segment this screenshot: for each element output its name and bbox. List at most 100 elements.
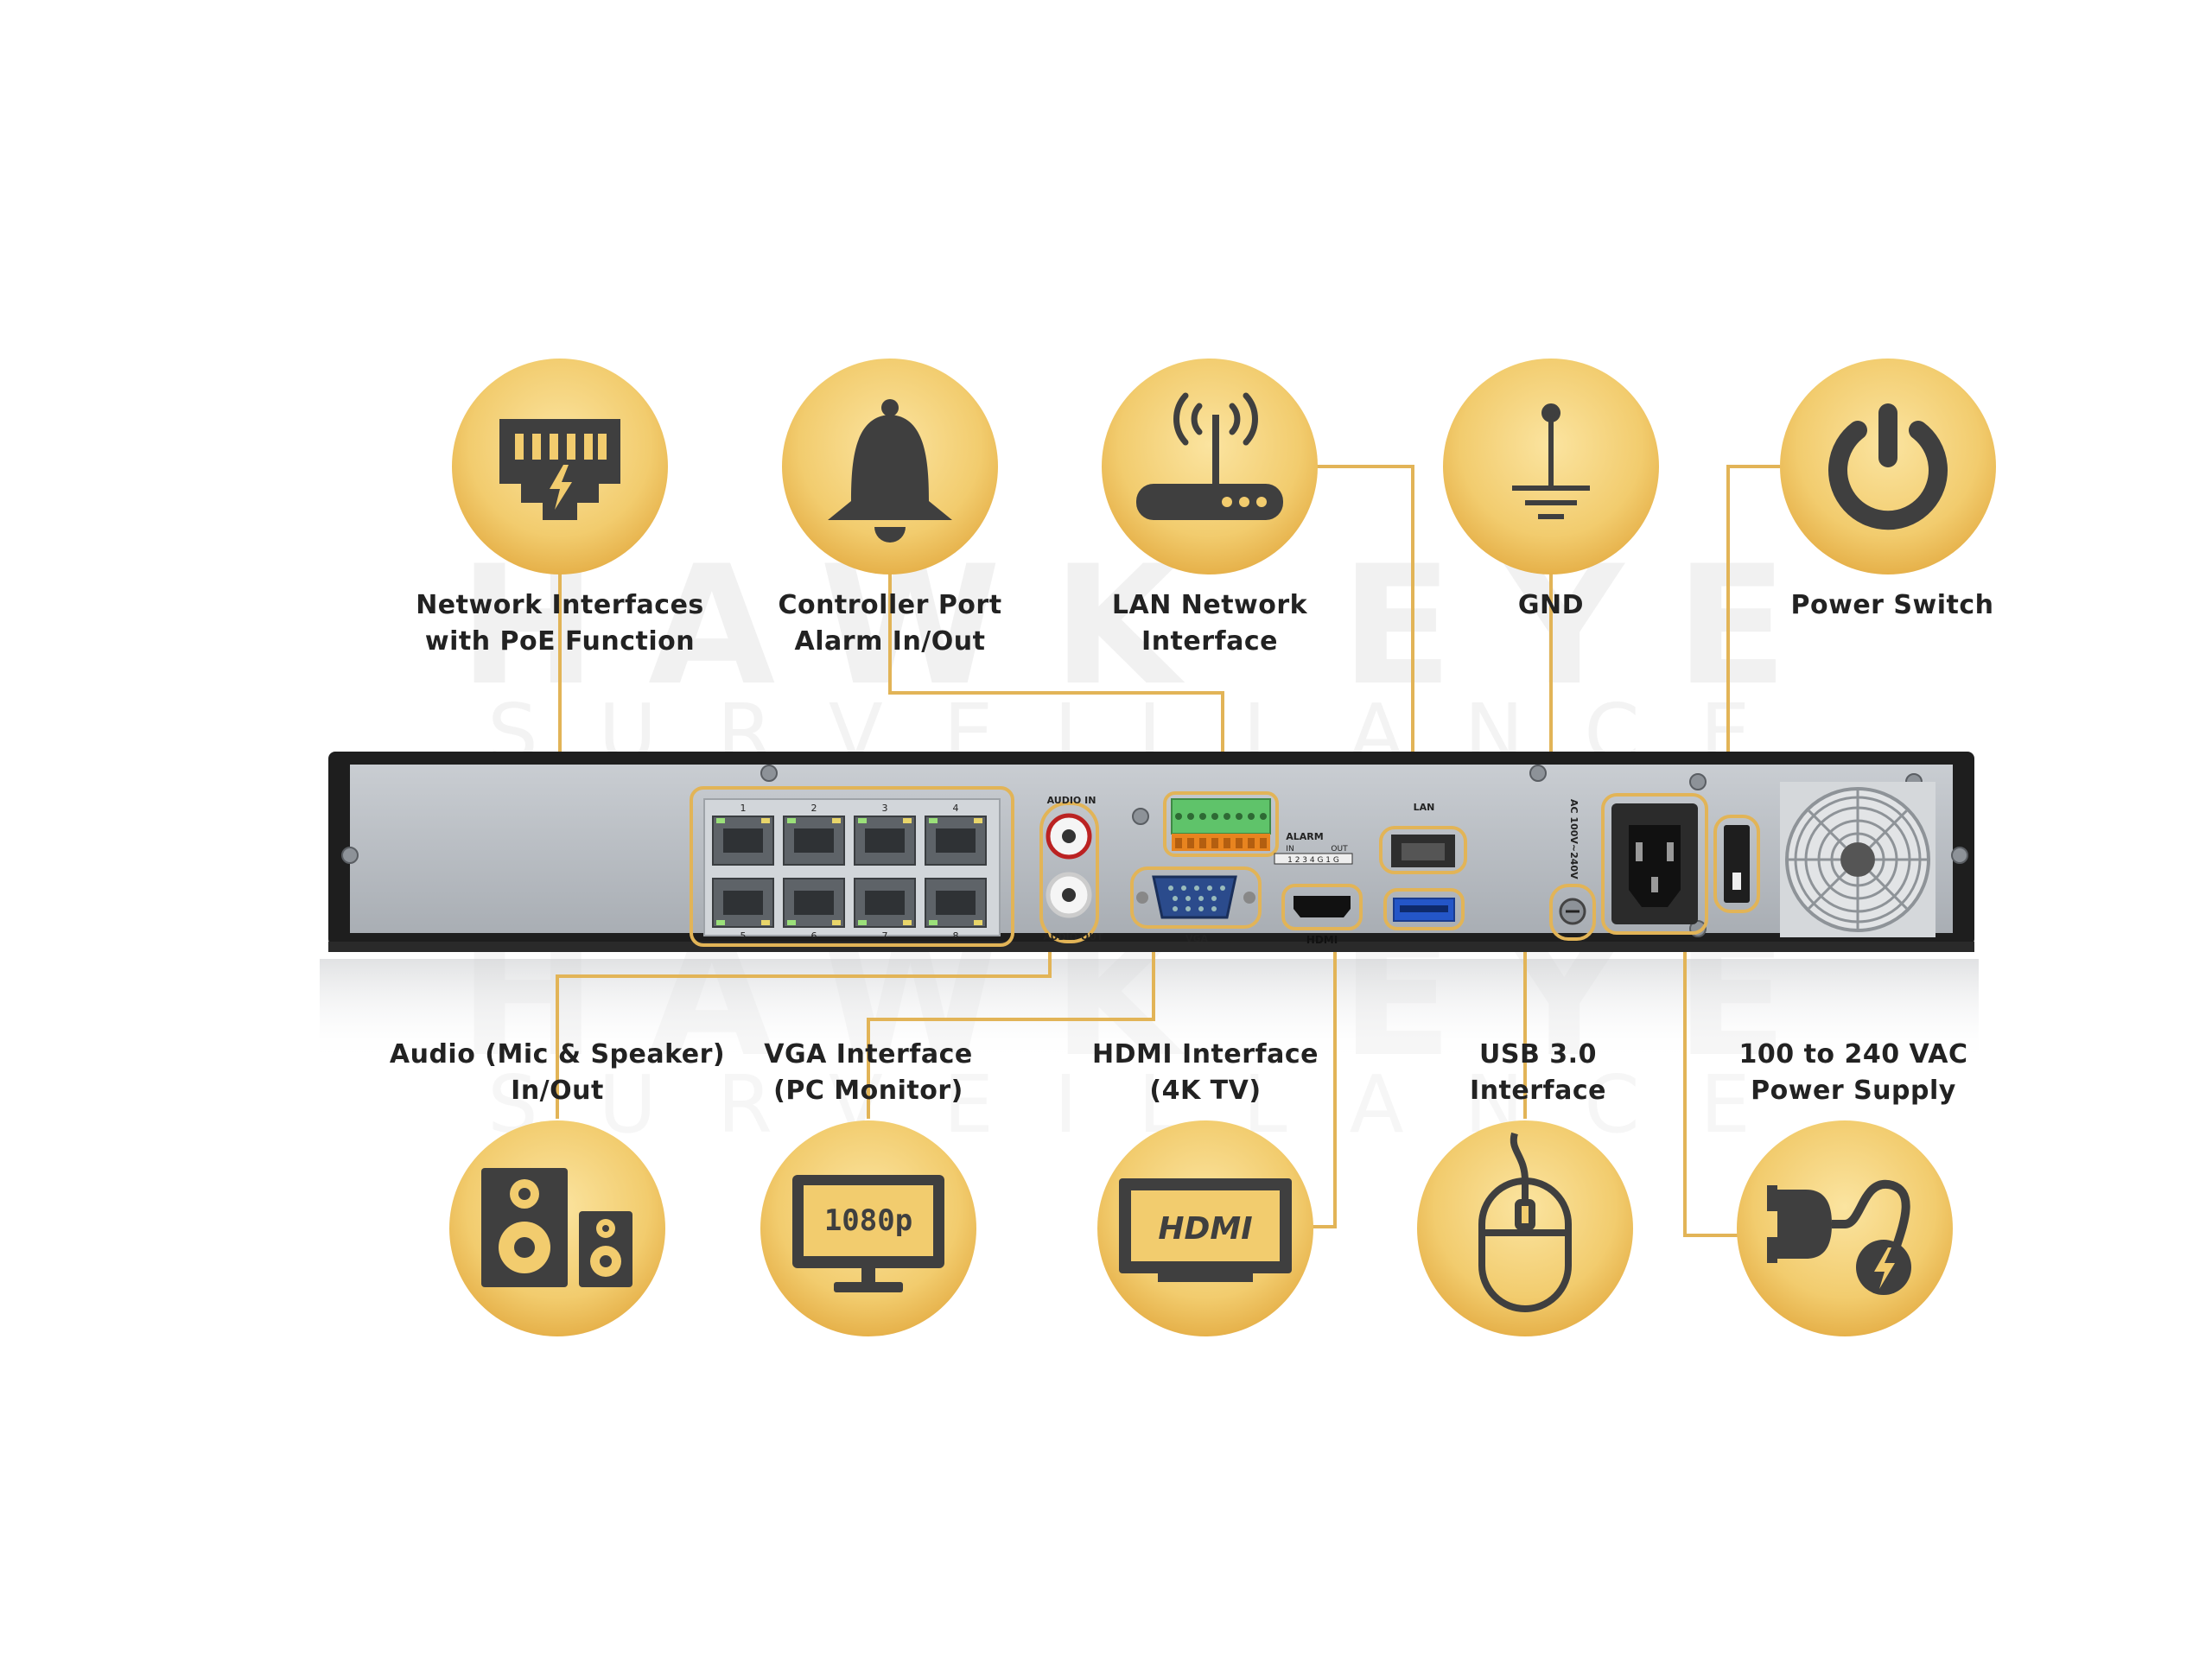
alarm-pin-socket: [1175, 838, 1182, 848]
poe-port-7[interactable]: 7: [854, 878, 916, 942]
poe-port-number: 3: [882, 803, 888, 814]
label-audio-line1: Audio (Mic & Speaker): [389, 1039, 726, 1070]
alarm-pin-screw: [1248, 813, 1255, 820]
label-usb: USB 3.0 Interface: [1339, 1037, 1737, 1109]
alarm-pin-socket: [1187, 838, 1194, 848]
fan-grille-spoke: [1808, 871, 1847, 910]
label-vga-line2: (PC Monitor): [773, 1076, 963, 1106]
feature-audio: [449, 1120, 665, 1336]
monitor-screen-text: 1080p: [824, 1203, 912, 1238]
label-poe-line2: with PoE Function: [424, 626, 696, 657]
poe-port-8[interactable]: 8: [925, 878, 987, 942]
ground-icon: [1512, 403, 1590, 519]
gnd-screw: AC 100V~240V: [1549, 799, 1596, 941]
feature-icons-top: [452, 359, 1996, 574]
label-psu-line1: 100 to 240 VAC: [1738, 1039, 1968, 1070]
fan-grille-spoke: [1808, 809, 1847, 848]
usb-port[interactable]: [1383, 888, 1465, 930]
label-alarm-line1: Controller Port: [778, 590, 1002, 620]
alarm-pin-socket: [1236, 838, 1243, 848]
poe-port-number: 6: [811, 930, 817, 942]
alarm-pin-screw: [1236, 813, 1243, 820]
label-usb-line1: USB 3.0: [1479, 1039, 1597, 1070]
lan-port-label: LAN: [1414, 802, 1435, 813]
hdmi-port[interactable]: HDMI: [1281, 884, 1363, 946]
label-lan-line1: LAN Network: [1111, 590, 1308, 620]
alarm-pin-screw: [1175, 813, 1182, 820]
alarm-pin-screw: [1224, 813, 1230, 820]
alarm-pins-label: 1 2 3 4 G 1 G: [1287, 856, 1339, 865]
ac-rating-label: AC 100V~240V: [1568, 799, 1580, 879]
vga-port[interactable]: VGA: [1130, 866, 1262, 944]
alarm-pin-screw: [1211, 813, 1218, 820]
power-plug-icon: [1767, 1179, 1911, 1295]
power-inlet: [1601, 793, 1708, 935]
alarm-pin-socket: [1248, 838, 1255, 848]
mouse-icon: [1478, 1132, 1572, 1312]
audio-in-label: AUDIO IN: [1047, 795, 1096, 806]
poe-port-number: 1: [741, 803, 747, 814]
label-alarm-line2: Alarm In/Out: [794, 626, 986, 657]
label-usb-line2: Interface: [1470, 1076, 1606, 1106]
label-poe: Network Interfaces with PoE Function: [361, 587, 759, 660]
label-audio: Audio (Mic & Speaker) In/Out: [359, 1037, 756, 1109]
poe-port-4[interactable]: 4: [925, 803, 987, 866]
label-vga: VGA Interface (PC Monitor): [670, 1037, 1067, 1109]
power-icon: [1828, 403, 1948, 530]
poe-port-3[interactable]: 3: [854, 803, 916, 866]
device-back-panel: [350, 765, 1953, 933]
poe-port-number: 5: [741, 930, 747, 942]
poe-port-2[interactable]: 2: [783, 803, 845, 866]
fan-grille-spoke: [1869, 809, 1908, 848]
feature-hdmi: HDMI: [1097, 1120, 1313, 1336]
cooling-fan: [1780, 782, 1936, 937]
nvr-device: 1 2 3 4 5 6 7 8 AUDIO IN AUDIO OUT ALARM IN OUT…: [328, 752, 1974, 952]
tv-screen-text: HDMI: [1158, 1211, 1252, 1247]
power-switch[interactable]: [1713, 815, 1760, 913]
alarm-in-label: IN: [1286, 845, 1294, 854]
hdmi-port-label: HDMI: [1306, 934, 1338, 946]
alarm-pin-socket: [1199, 838, 1206, 848]
label-hdmi-line2: (4K TV): [1149, 1076, 1262, 1106]
label-lan-line2: Interface: [1141, 626, 1278, 657]
router-icon: [1136, 392, 1283, 520]
label-audio-line2: In/Out: [511, 1076, 604, 1106]
alarm-pin-screw: [1199, 813, 1206, 820]
feature-vga: 1080p: [760, 1120, 976, 1336]
poe-port-number: 4: [953, 803, 959, 814]
label-poe-line1: Network Interfaces: [416, 590, 704, 620]
label-hdmi: HDMI Interface (4K TV): [1007, 1037, 1404, 1109]
label-vga-line1: VGA Interface: [764, 1039, 973, 1070]
alarm-terminal: ALARM IN OUT 1 2 3 4 G 1 G: [1163, 791, 1353, 865]
alarm-pins: [1175, 813, 1267, 848]
poe-ports: 1 2 3 4 5 6 7 8: [712, 803, 987, 942]
label-psu-line2: Power Supply: [1751, 1076, 1956, 1106]
poe-port-group: 1 2 3 4 5 6 7 8: [690, 786, 1014, 947]
feature-icons-bottom: 1080p HDMI: [449, 1120, 1953, 1336]
alarm-out-label: OUT: [1331, 845, 1348, 854]
feature-usb: [1417, 1120, 1633, 1336]
feature-alarm: [782, 359, 998, 574]
alarm-pin-screw: [1187, 813, 1194, 820]
poe-port-number: 8: [953, 930, 959, 942]
vga-port-label: VGA: [1185, 933, 1209, 944]
poe-port-5[interactable]: 5: [712, 878, 774, 942]
speakers-icon: [481, 1168, 632, 1287]
lan-port[interactable]: LAN: [1379, 802, 1467, 874]
alarm-label: ALARM: [1286, 831, 1323, 842]
label-hdmi-line1: HDMI Interface: [1092, 1039, 1319, 1070]
audio-jacks: AUDIO IN AUDIO OUT: [1039, 795, 1103, 943]
alarm-pin-socket: [1211, 838, 1218, 848]
label-power-switch-line1: Power Switch: [1790, 590, 1994, 620]
hdmi-tv-icon: HDMI: [1119, 1178, 1292, 1282]
feature-psu: [1737, 1120, 1953, 1336]
label-power-switch: Power Switch: [1694, 587, 2091, 624]
alarm-pin-socket: [1260, 838, 1267, 848]
poe-port-1[interactable]: 1: [712, 803, 774, 866]
audio-out-label: AUDIO OUT: [1043, 931, 1103, 943]
poe-port-number: 2: [811, 803, 817, 814]
ethernet-port-icon: [499, 419, 620, 520]
poe-port-6[interactable]: 6: [783, 878, 845, 942]
feature-poe: [452, 359, 668, 574]
